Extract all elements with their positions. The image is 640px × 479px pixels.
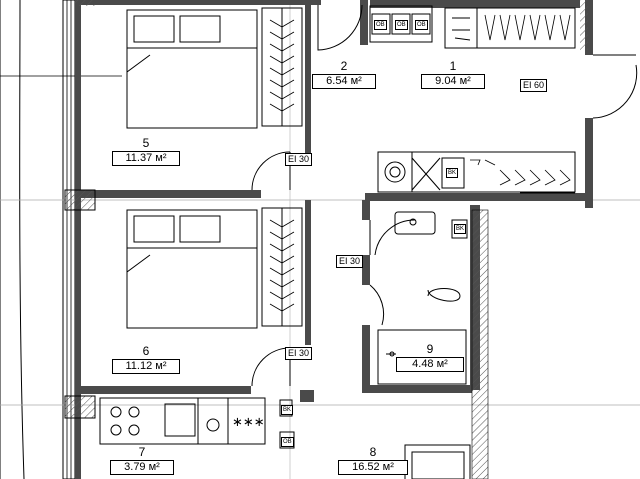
room-number: 9 (426, 342, 434, 356)
tag-vk-3: BK (281, 405, 294, 415)
kitchen-counter-bottom (377, 151, 576, 193)
wardrobe-hangers-5 (269, 19, 295, 112)
room-1-label: 1 9.04 м² (421, 60, 485, 89)
room-area: 3.79 м² (110, 460, 174, 475)
room-2-label: 2 6.54 м² (312, 60, 376, 89)
room-6-label: 6 11.12 м² (112, 345, 180, 374)
room-number: 6 (142, 344, 150, 358)
tag-vk-2: BK (454, 224, 467, 234)
room-7-label: 7 3.79 м² (110, 446, 174, 475)
wardrobe-hangers-6 (269, 219, 295, 312)
kitchen-counter-top (444, 7, 576, 49)
facade-curve (19, 0, 25, 479)
bed-room-5 (126, 9, 258, 129)
walls (75, 0, 593, 479)
hatched-wall-top (580, 0, 588, 50)
kitchen-top-hangers (484, 14, 571, 41)
fire-rating-door-6: EI 30 (285, 347, 313, 360)
hatched-wall-right (471, 209, 489, 479)
kitchen-7 (99, 397, 266, 445)
room-number: 5 (142, 136, 150, 150)
fire-rating-door-5: EI 30 (285, 153, 313, 166)
fire-rating-door-bathroom: EI 30 (336, 255, 364, 268)
kitchen-bottom-marks (470, 159, 571, 186)
hatched-column-3 (75, 0, 95, 6)
bed-room-6 (126, 209, 258, 329)
bathroom-fixtures (377, 211, 468, 385)
wardrobe-room-5 (261, 7, 303, 127)
tag-ov-3: OB (415, 20, 428, 30)
room-number: 8 (369, 445, 377, 459)
room-number: 2 (340, 59, 348, 73)
room-number: 7 (138, 445, 146, 459)
tag-ov-1: OB (374, 20, 387, 30)
room-area: 4.48 м² (396, 357, 464, 372)
hatched-column-1 (64, 189, 96, 211)
room-area: 6.54 м² (312, 74, 376, 89)
room-9-label: 9 4.48 м² (396, 343, 464, 372)
sofa-room-8 (404, 444, 471, 479)
stove-marks: ∗∗∗ (232, 414, 265, 429)
room-8-label: 8 16.52 м² (338, 446, 408, 475)
room-area: 16.52 м² (338, 460, 408, 475)
fire-rating-door-entrance: EI 60 (520, 79, 548, 92)
hatched-column-2 (64, 395, 96, 419)
door-swings (251, 4, 638, 387)
room-5-label: 5 11.37 м² (112, 137, 180, 166)
tag-ov-4: OB (281, 437, 294, 447)
room-number: 1 (449, 59, 457, 73)
room-area: 11.12 м² (112, 359, 180, 374)
wardrobe-room-6 (261, 207, 303, 327)
room-area: 11.37 м² (112, 151, 180, 166)
room-area: 9.04 м² (421, 74, 485, 89)
hall-cabinet (369, 5, 433, 43)
tag-ov-2: OB (395, 20, 408, 30)
tag-vk-1: BK (446, 168, 459, 178)
